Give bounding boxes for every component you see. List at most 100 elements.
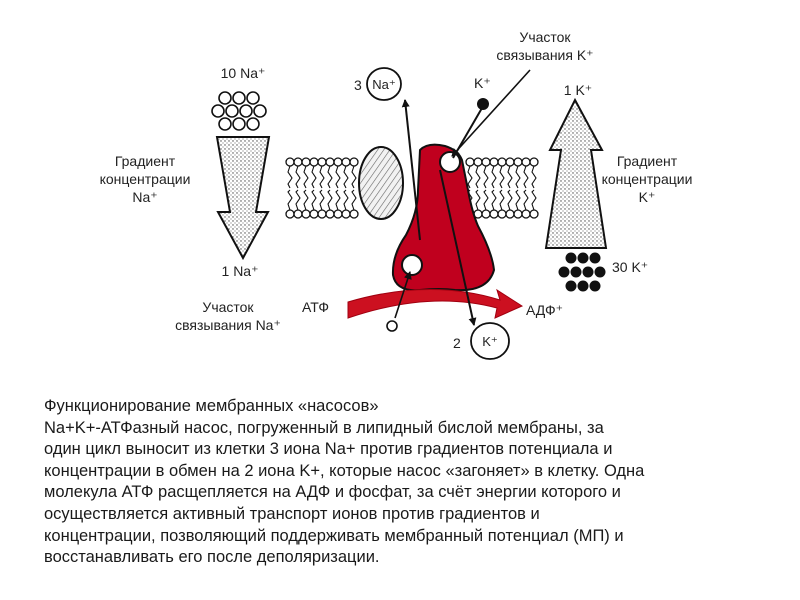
lipid-tail (327, 189, 333, 211)
na-ion (211, 104, 225, 118)
phosphate-circle (386, 320, 398, 332)
k-binding-pocket (439, 151, 461, 173)
na-site-label-2: связывания Na⁺ (175, 317, 281, 333)
lipid-tail (335, 189, 341, 211)
lipid-head (285, 157, 295, 167)
k-ion-outside (477, 98, 489, 110)
na-gradient-label-1: Градиент (115, 153, 176, 169)
lipid-tail (327, 165, 333, 189)
lipid-head (333, 209, 343, 219)
k-bottom-label: 30 K⁺ (612, 259, 648, 275)
lipid-tail (491, 165, 497, 189)
na-ion-cluster (211, 91, 267, 131)
caption: Функционирование мембранных «насосов» Na… (44, 396, 764, 569)
k-out-ion: K⁺ (482, 334, 498, 349)
lipid-head (325, 209, 335, 219)
na-site-label-1: Участок (202, 299, 254, 315)
lipid-tail (343, 165, 349, 189)
lipid-head (513, 157, 523, 167)
lipid-tail (319, 189, 325, 211)
caption-line: один цикл выносит из клетки 3 иона Na+ п… (44, 440, 613, 459)
lipid-tail (467, 165, 473, 189)
lipid-head (285, 209, 295, 219)
k-ion (565, 252, 577, 264)
k-ion (558, 266, 570, 278)
lipid-tail (287, 165, 293, 189)
lipid-head (481, 157, 491, 167)
lipid-tail (311, 165, 317, 189)
k-gradient-label-2: концентрации (602, 171, 693, 187)
lipid-tail (303, 189, 309, 211)
k-gradient-arrow (544, 97, 608, 249)
lipid-head (497, 209, 507, 219)
lipid-tail (295, 189, 301, 211)
lipid-head (481, 209, 491, 219)
lipid-head (529, 157, 539, 167)
na-gradient-label-2: концентрации (100, 171, 191, 187)
k-ion-cluster (558, 252, 606, 292)
caption-title: Функционирование мембранных «насосов» (44, 397, 379, 415)
lipid-head (309, 157, 319, 167)
lipid-tail (523, 165, 529, 189)
k-site-pointer (451, 69, 531, 157)
lipid-tail (475, 189, 481, 211)
na-top-label: 10 Na⁺ (221, 65, 266, 81)
na-exit-arrow (401, 99, 421, 241)
na-ion (246, 117, 260, 131)
lipid-head (349, 209, 359, 219)
na-ion (253, 104, 267, 118)
lipid-tail (319, 165, 325, 189)
k-site-label-1: Участок (519, 29, 571, 45)
caption-line: молекула АТФ расщепляется на АДФ и фосфа… (44, 483, 621, 502)
lipid-tail (491, 189, 497, 211)
k-ion (577, 252, 589, 264)
na-ion (232, 91, 246, 105)
k-in-label: K⁺ (474, 75, 491, 91)
lipid-tail (351, 165, 357, 189)
na-ion (246, 91, 260, 105)
k-top-label: 1 K⁺ (564, 82, 592, 98)
lipid-tail (515, 165, 521, 189)
lipid-head (505, 209, 515, 219)
lipid-head (293, 157, 303, 167)
lipid-tail (343, 189, 349, 211)
k-ion (589, 280, 601, 292)
lipid-tail (531, 165, 537, 189)
lipid-tail (351, 189, 357, 211)
lipid-head (333, 157, 343, 167)
k-out-ion-circle (470, 322, 510, 360)
lipid-head (309, 209, 319, 219)
atp-label: АТФ (302, 299, 329, 315)
lipid-tail (507, 189, 513, 211)
lipid-bilayer (285, 157, 539, 219)
k-ion (577, 280, 589, 292)
caption-line: восстанавливать его после деполяризации. (44, 548, 380, 567)
lipid-tail (303, 165, 309, 189)
lipid-tail (507, 165, 513, 189)
caption-line: осуществляется активный транспорт ионов … (44, 504, 540, 523)
lipid-head (497, 157, 507, 167)
k-ion (589, 252, 601, 264)
lipid-head (521, 209, 531, 219)
lipid-head (349, 157, 359, 167)
channel-protein (358, 146, 404, 220)
lipid-tail (523, 189, 529, 211)
lipid-tail (515, 189, 521, 211)
lipid-head (301, 157, 311, 167)
na-bottom-label: 1 Na⁺ (222, 263, 259, 279)
lipid-tail (483, 165, 489, 189)
lipid-tail (335, 165, 341, 189)
na-gradient-label-3: Na⁺ (132, 189, 157, 205)
na-site-pointer (394, 271, 412, 319)
lipid-head (489, 209, 499, 219)
na-ion (232, 117, 246, 131)
atp-to-adp-arrow (347, 288, 524, 319)
caption-line: концентрации, позволяющий поддерживать м… (44, 526, 624, 545)
lipid-tail (531, 189, 537, 211)
na-ion (218, 117, 232, 131)
lipid-tail (295, 165, 301, 189)
lipid-tail (287, 189, 293, 211)
lipid-tail (483, 189, 489, 211)
na-binding-pocket (401, 254, 423, 276)
adp-label: АДФ⁺ (526, 302, 563, 318)
